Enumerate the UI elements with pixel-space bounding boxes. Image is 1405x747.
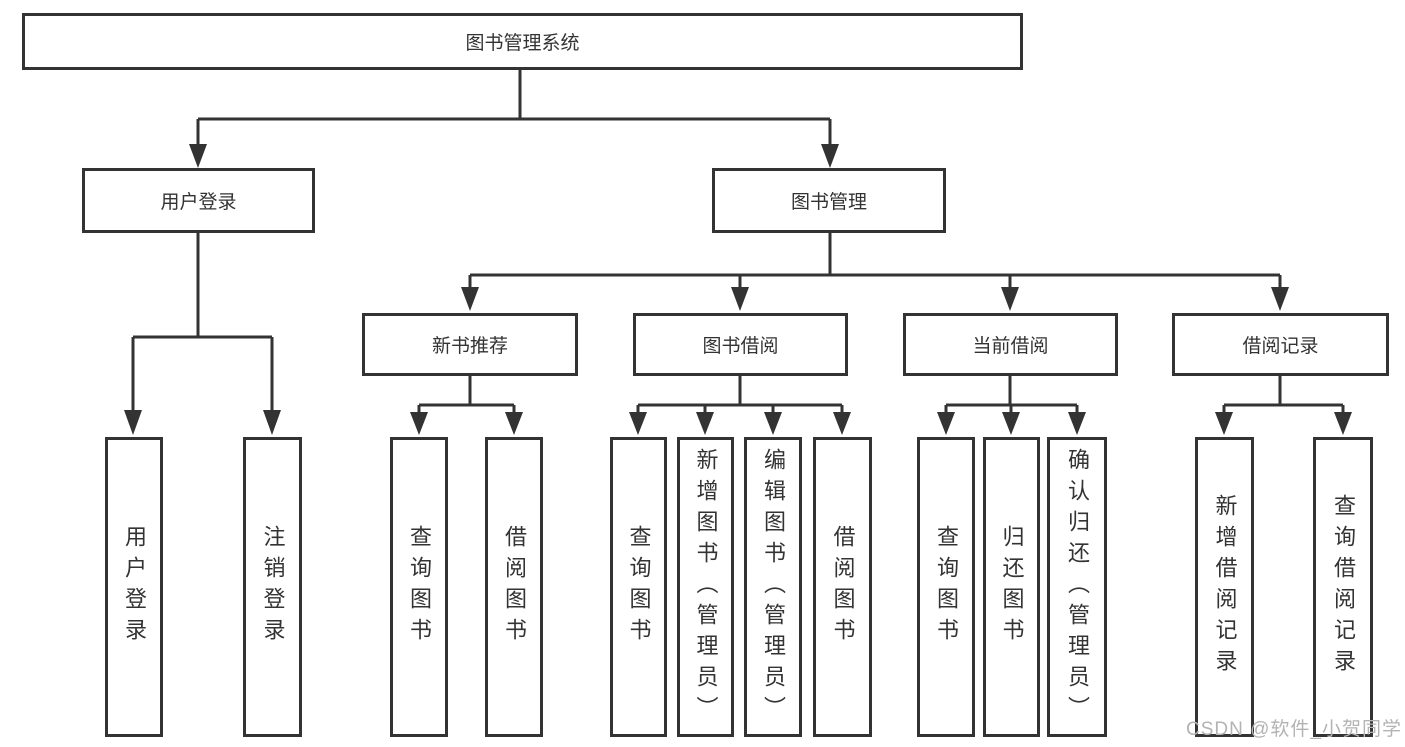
leaf-borrow-books-recommend: 借阅图书 [485, 437, 543, 737]
node-new-book-recommendation: 新书推荐 [362, 313, 578, 376]
csdn-watermark: CSDN @软件_小贺同学 [1186, 719, 1402, 740]
leaf-query-books-borrowing: 查询图书 [610, 437, 667, 737]
leaf-label: 用户登录 [122, 525, 147, 649]
leaf-label: 归还图书 [999, 525, 1025, 649]
leaf-label: 新增图书（管理员） [693, 447, 719, 727]
leaf-label: 查询图书 [626, 525, 652, 649]
leaf-query-borrow-record: 查询借阅记录 [1313, 437, 1373, 737]
leaf-label: 查询图书 [407, 525, 432, 649]
node-book-management: 图书管理 [712, 168, 946, 233]
leaf-label: 编辑图书（管理员） [761, 447, 786, 727]
leaf-label: 借阅图书 [502, 525, 527, 649]
leaf-label: 借阅图书 [830, 525, 856, 649]
leaf-query-books-recommend: 查询图书 [390, 437, 448, 737]
leaf-edit-books-admin: 编辑图书（管理员） [744, 437, 802, 737]
leaf-label: 注销登录 [260, 525, 286, 649]
leaf-add-books-admin: 新增图书（管理员） [677, 437, 734, 737]
node-book-borrowing: 图书借阅 [633, 313, 848, 376]
node-user-login: 用户登录 [82, 168, 315, 233]
leaf-user-login: 用户登录 [105, 437, 163, 737]
leaf-logout: 注销登录 [243, 437, 302, 737]
leaf-label: 确认归还（管理员） [1065, 447, 1090, 727]
leaf-add-borrow-record: 新增借阅记录 [1195, 437, 1254, 737]
node-current-borrowing: 当前借阅 [903, 313, 1118, 376]
leaf-label: 新增借阅记录 [1212, 494, 1238, 680]
leaf-label: 查询借阅记录 [1331, 494, 1356, 680]
leaf-borrow-books: 借阅图书 [813, 437, 872, 737]
node-borrowing-records: 借阅记录 [1172, 313, 1389, 376]
leaf-return-books: 归还图书 [983, 437, 1040, 737]
node-library-management-system: 图书管理系统 [22, 13, 1023, 70]
leaf-confirm-return-admin: 确认归还（管理员） [1047, 437, 1107, 737]
leaf-label: 查询图书 [934, 525, 959, 649]
leaf-query-books-current: 查询图书 [917, 437, 975, 737]
